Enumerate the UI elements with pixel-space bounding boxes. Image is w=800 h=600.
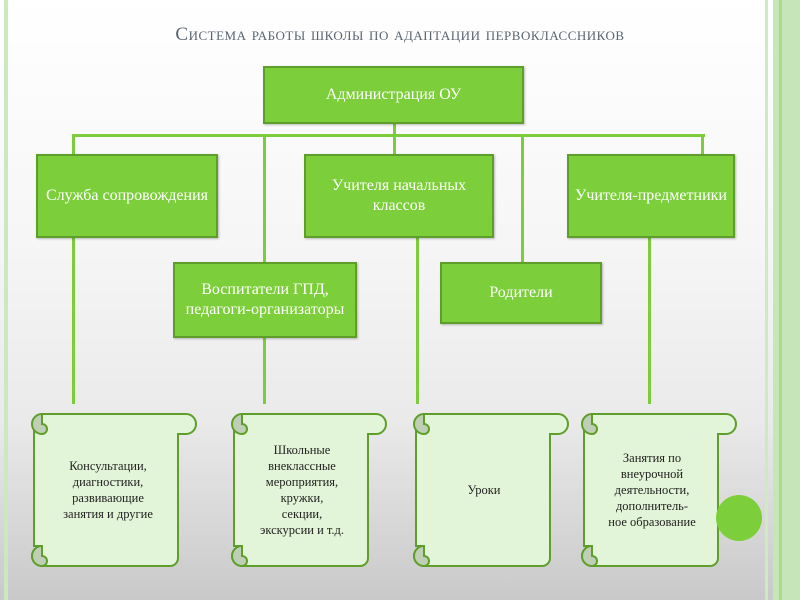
connector-to-subject <box>701 134 704 154</box>
scroll-extracurricular: Школьные внеклассные мероприятия, кружки… <box>228 400 392 568</box>
scroll-consultations: Консультации, диагностики, развивающие з… <box>28 400 204 568</box>
scroll-text: Школьные внеклассные мероприятия, кружки… <box>259 443 345 537</box>
node-primary-teachers: Учителя начальных классов <box>304 154 494 238</box>
right-stripe-band <box>773 0 800 600</box>
scroll-lessons: Уроки <box>410 400 574 568</box>
node-educators: Воспитатели ГПД, педагоги-организаторы <box>173 262 357 338</box>
node-administration: Администрация ОУ <box>263 66 524 124</box>
scroll-shape <box>231 412 387 568</box>
connector-educators-scroll <box>263 338 266 404</box>
node-parents: Родители <box>440 262 602 324</box>
right-stripe-thin <box>765 0 768 600</box>
connector-to-educators <box>263 134 266 262</box>
left-stripe <box>4 0 8 600</box>
connector-primary-scroll <box>416 238 419 404</box>
scroll-text: Консультации, диагностики, развивающие з… <box>63 459 153 521</box>
node-subject-teachers: Учителя-предметники <box>567 154 735 238</box>
decorative-circle <box>716 495 762 541</box>
slide-title: Система работы школы по адаптации первок… <box>175 24 625 45</box>
scroll-shape <box>31 412 197 568</box>
connector-support-scroll <box>72 238 75 404</box>
scroll-shape <box>581 412 737 568</box>
connector-to-parents <box>521 134 524 262</box>
scroll-text: Занятия по внеурочной деятельности, допо… <box>608 451 696 529</box>
connector-to-support <box>72 134 75 154</box>
scroll-shape <box>413 412 569 568</box>
scroll-additional-education: Занятия по внеурочной деятельности, допо… <box>578 400 742 568</box>
connector-horizontal-bus <box>72 134 705 137</box>
connector-admin-down <box>393 124 396 154</box>
connector-subject-scroll <box>648 238 651 404</box>
node-support-service: Служба сопровождения <box>36 154 218 238</box>
right-stripe-accent <box>779 0 782 600</box>
scroll-text: Уроки <box>467 483 501 497</box>
